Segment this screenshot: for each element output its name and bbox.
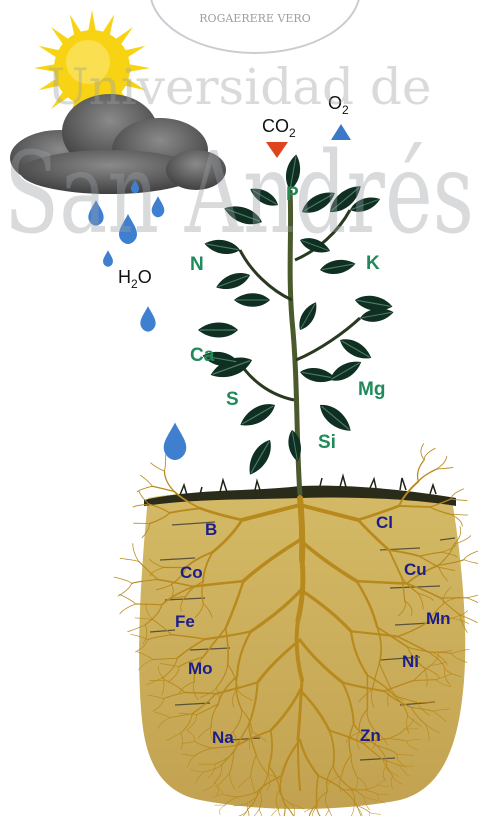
watermark: Universidad de San Andrés [4, 58, 474, 259]
water-drop-icon [140, 306, 155, 332]
leaf [319, 257, 357, 277]
leaf [198, 323, 238, 338]
nutrient-mg: Mg [358, 379, 385, 400]
leaf [337, 334, 375, 364]
leaf [234, 293, 270, 307]
leaf [286, 429, 303, 463]
leaf [244, 436, 277, 478]
h2o-label: H2O [118, 267, 152, 291]
nutrient-b: B [205, 520, 217, 539]
leaf [295, 299, 321, 333]
watermark-line-2: San Andrés [4, 129, 474, 259]
watermark-arc-text: ROGAERERE VERO [199, 12, 310, 25]
nutrient-ni: Ni [402, 652, 419, 671]
nutrient-ca: Ca [190, 345, 215, 366]
nutrient-mo: Mo [188, 659, 213, 678]
nutrient-co: Co [180, 563, 203, 582]
leaf [315, 399, 355, 436]
nutrient-fe: Fe [175, 612, 195, 631]
watermark-line-1: Universidad de [46, 58, 431, 116]
water-drop-icon [164, 423, 187, 461]
nutrient-zn: Zn [360, 726, 381, 745]
nutrient-s: S [226, 389, 239, 410]
leaf [299, 365, 337, 385]
nutrient-mn: Mn [426, 609, 451, 628]
leaf [214, 269, 252, 294]
watermark-seal: ROGAERERE VERO [150, 0, 360, 53]
leaf [237, 399, 279, 432]
nutrient-si: Si [318, 432, 336, 453]
nutrient-cu: Cu [404, 560, 427, 579]
nutrient-cl: Cl [376, 513, 393, 532]
nutrient-na: Na [212, 728, 234, 747]
